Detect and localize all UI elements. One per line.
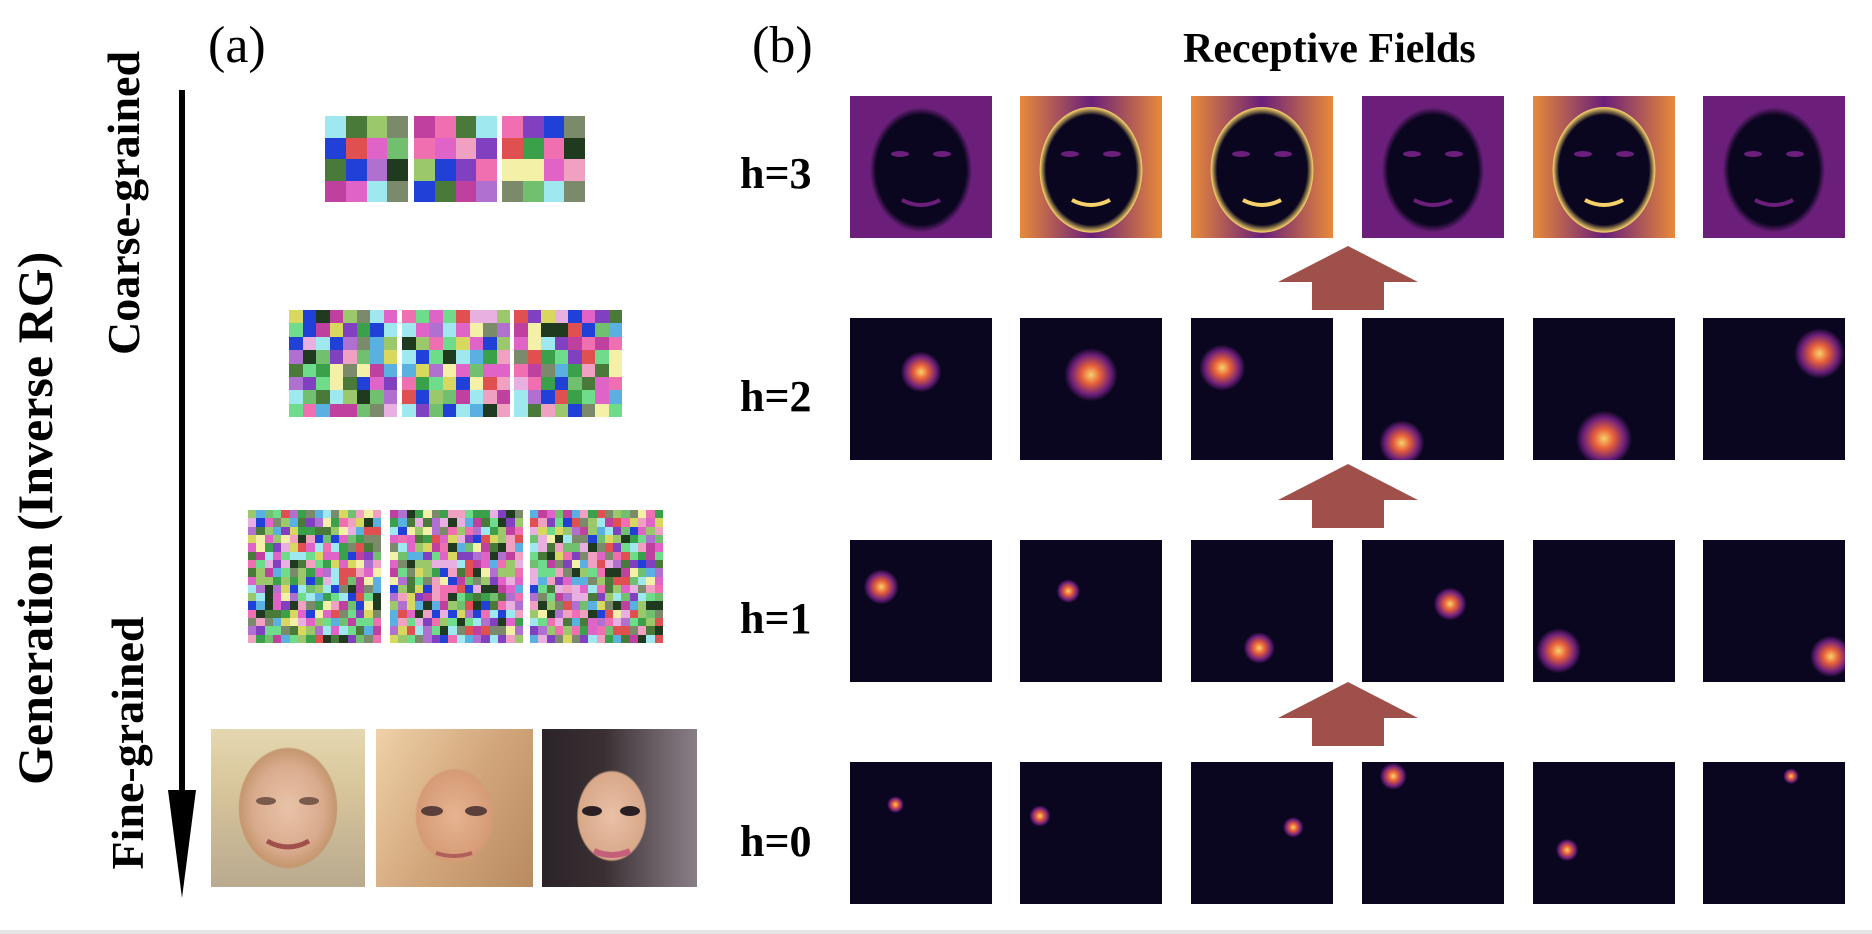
- receptive-field-h3-features: [1061, 151, 1121, 207]
- mosaic-r0-t2: [502, 116, 585, 202]
- face-sample-2: [376, 729, 533, 887]
- receptive-field-h0-4: [1362, 762, 1504, 904]
- row-label-h2: h=2: [740, 372, 812, 421]
- receptive-field-h0-3: [1191, 762, 1333, 904]
- mosaic-r0-t0: [325, 116, 408, 202]
- row-label-h1: h=1: [740, 594, 812, 643]
- mosaic-r2-t0: [248, 510, 381, 643]
- receptive-field-h3-features: [1403, 151, 1463, 207]
- receptive-field-h3-features: [891, 151, 951, 207]
- receptive-field-h0-6: [1703, 762, 1845, 904]
- receptive-fields-title: Receptive Fields: [1183, 26, 1476, 72]
- coarse-grained-label: Coarse-grained: [98, 50, 149, 356]
- receptive-field-h1-1: [850, 540, 992, 682]
- face-sample-3: [542, 729, 697, 887]
- face-sample-1: [211, 729, 365, 887]
- receptive-field-h2-5: [1533, 318, 1675, 460]
- receptive-field-h0-5: [1533, 762, 1675, 904]
- receptive-field-h3-3: [1191, 96, 1333, 238]
- generation-axis-title: Generation (Inverse RG): [7, 251, 63, 785]
- mosaic-r0-t1: [414, 116, 497, 202]
- receptive-field-h1-5: [1533, 540, 1675, 682]
- generation-arrow: [168, 90, 196, 898]
- up-arrow-h2-h3: [1278, 246, 1418, 310]
- receptive-field-h2-4: [1362, 318, 1504, 460]
- mosaic-r2-t2: [530, 510, 663, 643]
- panel-a-label: (a): [208, 17, 266, 74]
- row-label-h0: h=0: [740, 817, 812, 866]
- receptive-field-h0-2: [1020, 762, 1162, 904]
- receptive-field-h3-4: [1362, 96, 1504, 238]
- receptive-field-h3-features: [1232, 151, 1292, 207]
- receptive-field-h2-3: [1191, 318, 1333, 460]
- up-arrow-h1-h2: [1278, 464, 1418, 528]
- up-arrow-h0-h1: [1278, 682, 1418, 746]
- face-sample-1-features: [256, 797, 319, 850]
- receptive-field-h3-1: [850, 96, 992, 238]
- mosaic-r1-t2: [514, 310, 622, 417]
- receptive-field-h2-1: [850, 318, 992, 460]
- receptive-field-h1-2: [1020, 540, 1162, 682]
- fine-grained-label: Fine-grained: [102, 616, 153, 870]
- face-sample-2-features: [421, 806, 487, 858]
- panel-b-label: (b): [752, 17, 813, 74]
- receptive-field-h1-4: [1362, 540, 1504, 682]
- row-label-h3: h=3: [740, 149, 812, 198]
- receptive-field-h2-6: [1703, 318, 1845, 460]
- receptive-field-h3-6: [1703, 96, 1845, 238]
- mosaic-r1-t0: [289, 310, 397, 417]
- mosaic-r2-t1: [390, 510, 523, 643]
- receptive-field-h0-1: [850, 762, 992, 904]
- mosaic-r1-t1: [402, 310, 510, 417]
- receptive-field-h3-features: [1744, 151, 1804, 207]
- receptive-field-h1-6: [1703, 540, 1845, 682]
- receptive-field-h3-features: [1574, 151, 1634, 207]
- face-sample-3-features: [582, 806, 640, 858]
- receptive-field-h1-3: [1191, 540, 1333, 682]
- bottom-edge: [0, 930, 1872, 934]
- receptive-field-h3-5: [1533, 96, 1675, 238]
- receptive-field-h3-2: [1020, 96, 1162, 238]
- receptive-field-h2-2: [1020, 318, 1162, 460]
